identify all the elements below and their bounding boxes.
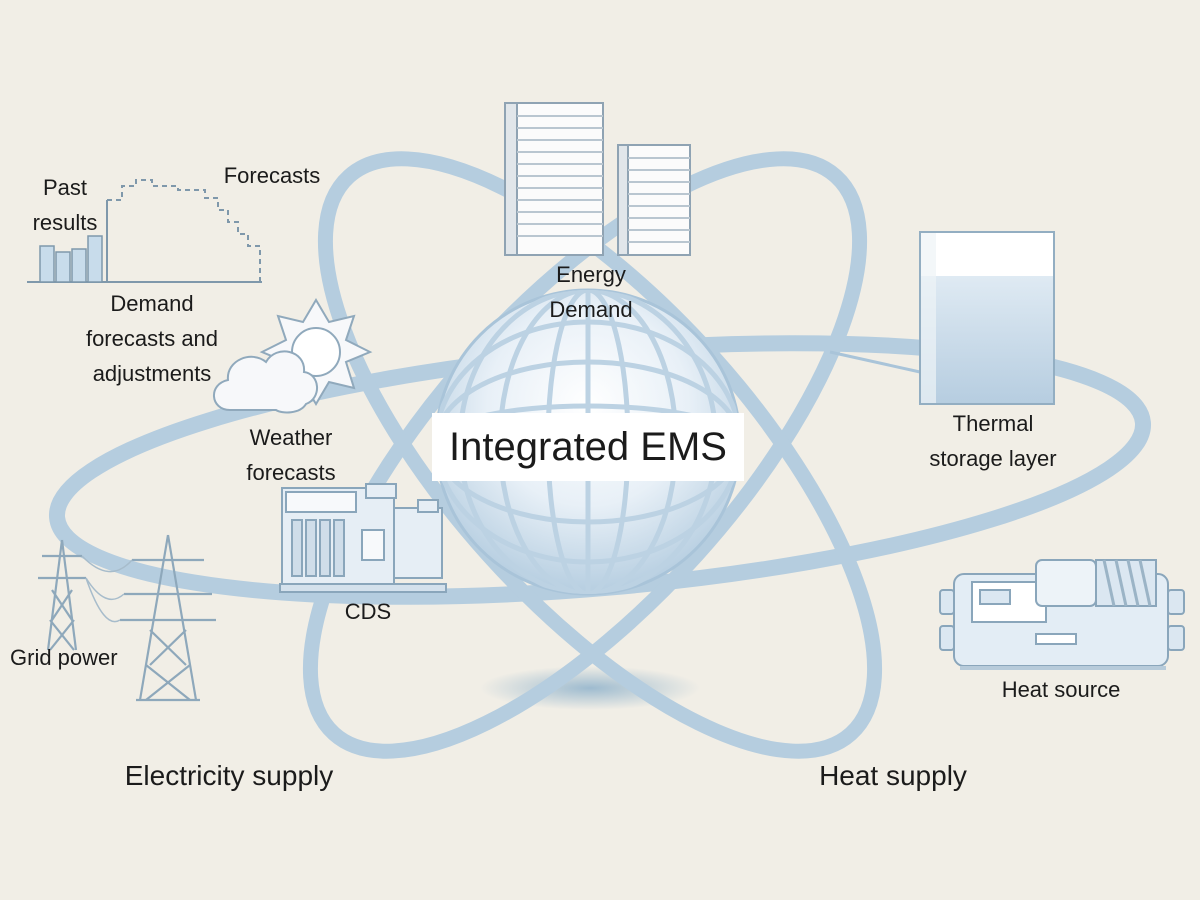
cds-label: CDS <box>344 599 392 624</box>
storage-tank-icon <box>829 231 1055 405</box>
heat-pump-icon <box>939 559 1185 670</box>
heat-supply-label: Heat supply <box>819 760 967 791</box>
buildings-icon <box>504 102 691 256</box>
forecasts-label: Forecasts <box>223 163 321 188</box>
heat-source-label: Heat source <box>1001 677 1121 702</box>
sun-cloud-icon <box>213 298 373 414</box>
integrated-ems-title: Integrated EMS <box>432 413 744 481</box>
thermal-storage-label: Thermal storage layer <box>929 411 1057 471</box>
weather-forecasts-label: Weather forecasts <box>246 425 336 485</box>
generator-icon <box>279 483 447 593</box>
electricity-supply-label: Electricity supply <box>124 760 334 791</box>
bar-chart-icon <box>27 179 262 283</box>
grid-power-label: Grid power <box>10 645 118 670</box>
demand-forecasts-label: Demand forecasts and adjustments <box>85 291 219 386</box>
power-tower-icon <box>38 534 216 702</box>
energy-demand-label: Energy Demand <box>549 262 633 322</box>
past-results-label: Past results <box>32 175 98 235</box>
